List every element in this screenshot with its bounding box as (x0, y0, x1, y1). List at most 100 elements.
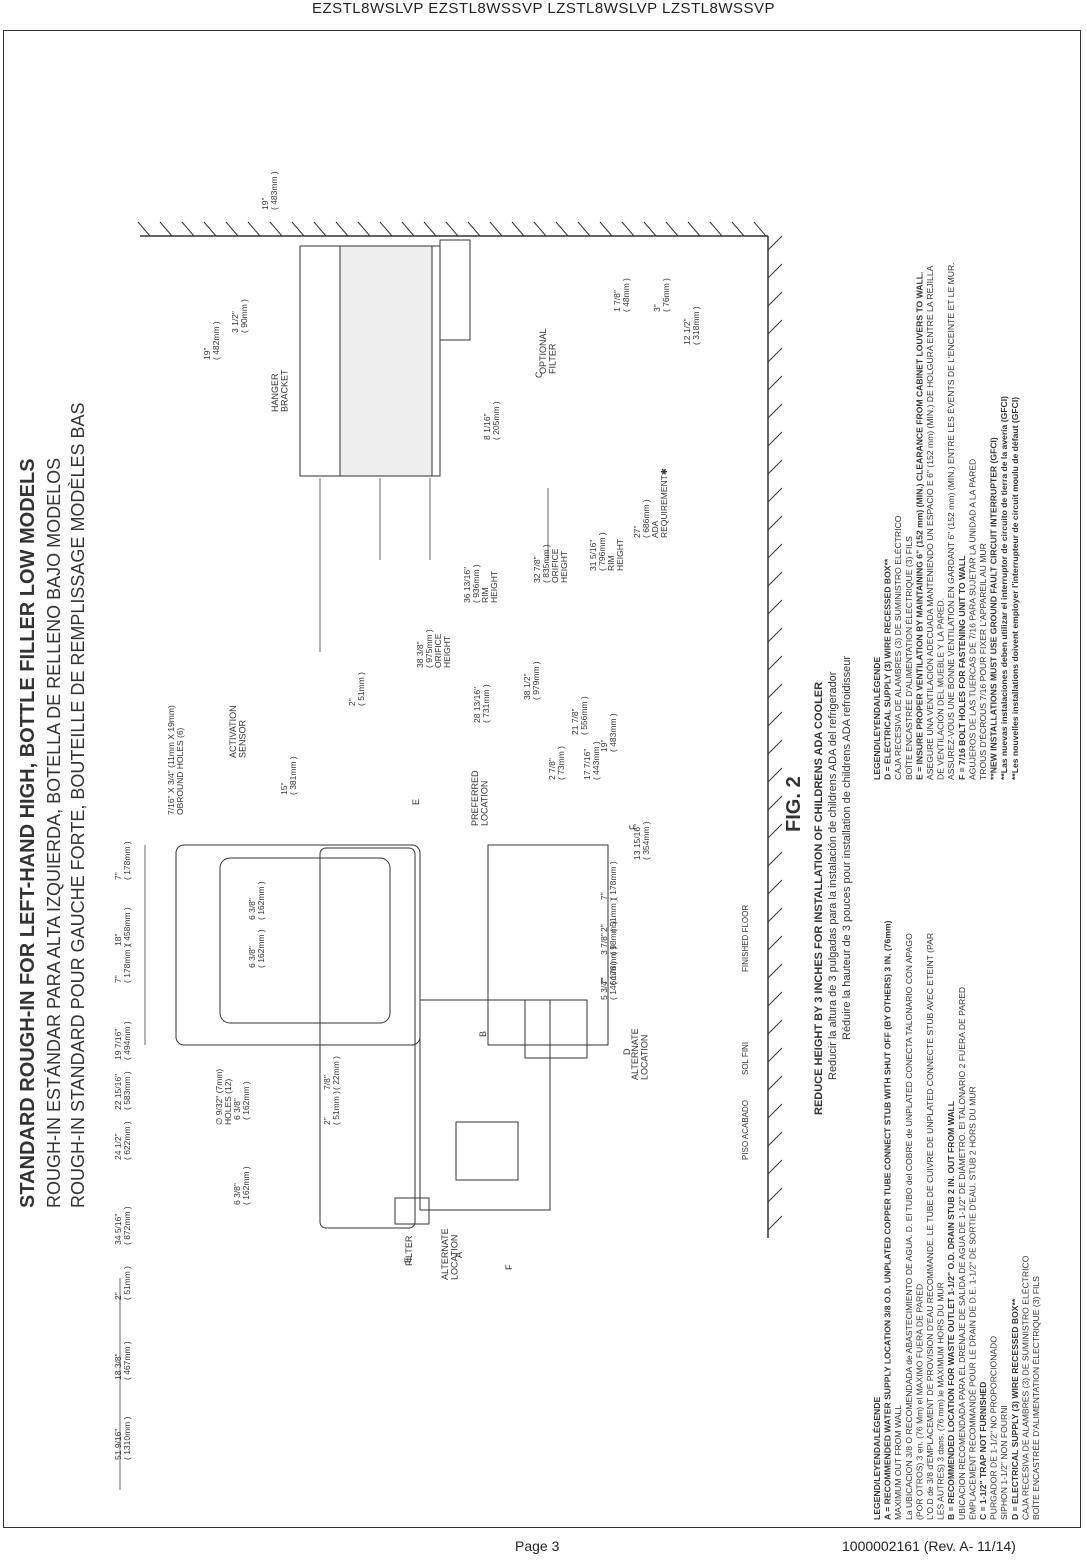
reduce-note-fr: Réduire la hauteur de 3 pouces pour inst… (841, 656, 853, 1040)
page-number: Page 3 (515, 1538, 560, 1554)
holes-note: ∅ 9/32" (7mm)HOLES (12) (214, 1069, 233, 1125)
filter-label: FILTER (404, 1235, 414, 1266)
legend-right-line: LEGEND/LEYENDA/LÉGENDE (872, 657, 882, 780)
wall-hatch (137, 221, 767, 237)
preferred-location: PREFERREDLOCATION (470, 770, 489, 826)
dimension-label: 34 5/16"( 872mm ) (113, 1206, 132, 1245)
reduce-note-es: Reducir la altura de 3 pulgadas para la … (827, 671, 839, 1080)
legend-left-line: UBICACION RECOMENDADA PARA EL DRENAJE DE… (957, 987, 967, 1520)
dimension-label: 21 7/8"( 556mm ) (570, 696, 589, 735)
dimension-label: 2"( 51mm ) (599, 898, 618, 932)
legend-right-line: F = 7/16 BOLT HOLES FOR FASTENING UNIT T… (957, 556, 967, 780)
dimension-label: 18 3/8"( 467mm ) (113, 1341, 132, 1380)
activation-sensor-label: ACTIVATIONSENSOR (228, 705, 247, 758)
dimension-label: 2"( 51mm ) (347, 672, 366, 706)
legend-right-line: DE VENTILACIÓN DEL MUEBLE Y LA PARED. (936, 598, 946, 780)
alternate-location-d: ALTERNATELOCATION (630, 1028, 649, 1080)
dimension-label: 19 7/16"( 494mm ) (113, 1021, 132, 1060)
legend-left-line: LEGEND/LEYENDA/LÉGENDE (872, 1397, 882, 1520)
side-dimension-label: 1 7/8"( 48mm ) (612, 278, 631, 312)
side-dimension-label: 12 1/2"( 318mm ) (682, 306, 701, 345)
legend-right-line: BOÎTE ENCASTRÉE D'ALIMENTATION ÉLECTRIQU… (904, 536, 914, 780)
legend-left-line: B = RECOMMENDED LOCATION FOR WASTE OUTLE… (946, 1101, 956, 1520)
dimension-label: 7/8"( 22mm ) (322, 1056, 341, 1090)
legend-left-line: (POR OTROS) 3 en. (76 Mm) el MAXIMO FUER… (914, 1284, 924, 1520)
alternate-location-a: ALTERNATELOCATION (440, 1228, 459, 1280)
side-dimension-label: 3 1/2"( 90mm ) (230, 299, 249, 333)
upper-unit-outline (175, 844, 421, 1046)
legend-left-line: PURGADOR DE 1-1/2" NO PROPORCIONADO (989, 1336, 999, 1520)
dimension-label: 17 7/16"( 443mm ) (582, 741, 601, 780)
hanger-bracket-label: HANGERBRACKET (270, 369, 289, 412)
dimension-label: 24 1/2"( 622mm ) (113, 1121, 132, 1160)
dimension-label: 15"( 381mm ) (279, 756, 298, 795)
dimension-label: 2"( 51mm ) (113, 1266, 132, 1300)
floor-label-fr: SOL FINI (741, 1042, 750, 1075)
legend-left-line: LES AUTRES) 3 dans. (76 mm) le MAXIMUM H… (936, 1282, 946, 1520)
filter-box (394, 1197, 430, 1225)
title-fr: ROUGH-IN STANDARD POUR GAUCHE FORTE, BOU… (68, 403, 88, 1208)
callout-d: D (622, 1048, 632, 1055)
dimension-label: 7"( 178mm ) (599, 861, 618, 900)
side-dimension-label: 8 1/16"( 205mm ) (482, 401, 501, 440)
legend-right-line: **Las nuevas instalaciones deben utiliza… (999, 396, 1009, 780)
side-dimension-label: 38 3/8"( 975mm )ORIFICEHEIGHT (415, 629, 452, 668)
dimension-label: 5 3/4"( 146mm ) (599, 961, 618, 1000)
callout-c: C (534, 371, 544, 378)
oblong-holes-note: 7/16" X 3/4" (11mm X 19mm)OBROUND HOLES … (166, 705, 185, 815)
fig-label: FIG. 2 (783, 776, 805, 832)
legend-left-line: C = 1-1/2" TRAP NOT FURNISHED (978, 1382, 988, 1520)
side-dimension-label: 3"( 76mm ) (652, 278, 671, 312)
legend-left-line: L'O.D de 3/8 d'EMPLACEMENT DE PROVISION … (925, 933, 935, 1520)
floor-hatch (767, 235, 783, 1231)
side-view-filter (439, 239, 471, 341)
optional-filter-label: OPTIONALFILTER (538, 328, 557, 374)
side-dimension-label: 32 7/8"( 835mm )ORIFICEHEIGHT (532, 544, 569, 583)
lower-unit-outline (319, 847, 416, 1229)
callout-f: F (504, 1264, 514, 1270)
legend-right-line: **Les nouvelles installations doivent em… (1010, 397, 1020, 780)
reduce-note-en: REDUCE HEIGHT BY 3 INCHES FOR INSTALLATI… (813, 682, 825, 1115)
dimension-label: 2 7/8"( 73mm ) (547, 746, 566, 780)
dimension-label: 7"( 178mm ) (113, 944, 132, 983)
dimension-label: 38 1/2"( 979mm ) (522, 661, 541, 700)
dimension-label: 6 3/8"( 162mm ) (247, 881, 266, 920)
legend-left-line: A = RECOMMENDED WATER SUPPLY LOCATION 3/… (883, 920, 893, 1520)
floor-label-en: FINISHED FLOOR (741, 905, 750, 972)
upper-basin (219, 857, 391, 1024)
legend-left-line: EMPLACEMENT RECOMMANDÉ POUR LE DRAIN DE … (967, 1086, 977, 1520)
title-en: STANDARD ROUGH-IN FOR LEFT-HAND HIGH, BO… (17, 458, 39, 1208)
dimension-label: 6 3/8"( 162mm ) (232, 1081, 251, 1120)
dimension-label: 13 15/16"( 354mm ) (632, 821, 651, 860)
side-dimension-label: 19"( 482mm ) (202, 321, 221, 360)
legend-right-line: CAJA RECESIVA DE ALAMBRES (3) DE SUMINIS… (893, 515, 903, 780)
dimension-label: 6 3/8"( 162mm ) (232, 1166, 251, 1205)
dimension-label: 19"( 483mm ) (599, 713, 618, 752)
document-number: 1000002161 (Rev. A- 11/14) (842, 1538, 1016, 1554)
legend-left-line: La UBICACION 3/8 O RECOMENDADA de ABASTE… (904, 933, 914, 1520)
drawing-frame (3, 30, 1081, 1528)
side-dimension-label: 31 5/16"( 796mm )RIMHEIGHT (588, 532, 625, 571)
dimension-label: 3 7/8"( 98mm ) (599, 921, 618, 955)
callout-b: B (478, 1031, 488, 1037)
dimension-label: 51 9/16"( 1310mm ) (113, 1416, 132, 1460)
dimension-label: 28 13/16"( 731mm ) (472, 684, 491, 723)
legend-left-line: D = ELECTRICAL SUPPLY (3) WIRE RECESSED … (1010, 1298, 1020, 1520)
legend-left-line: SIPHON 1-1/2" NON FOURNI (999, 1405, 1009, 1520)
electrical-box-alt (455, 1121, 519, 1181)
legend-right-line: ASSUREZ-VOUS UNE BONNE VENTILATION EN GA… (946, 262, 956, 780)
legend-right-line: ASEGURE UNA VENTILACIÓN ADECUADA MANTENI… (925, 265, 935, 780)
legend-left-line: CAJA RECESIVA DE ALAMBRES (3) DE SUMINIS… (1020, 1255, 1030, 1520)
side-dimension-label: 36 13/16"( 936mm )RIMHEIGHT (462, 564, 499, 603)
model-header: EZSTL8WSLVP EZSTL8WSSVP LZSTL8WSLVP LZST… (311, 0, 776, 17)
callout-e: E (403, 1257, 413, 1263)
dimension-label: 18"( 458mm ) (113, 907, 132, 946)
electrical-box-pref (524, 999, 588, 1059)
callout-a: A (454, 1252, 464, 1258)
legend-right-line: E = INSURE PROPER VENTILATION BY MAINTAI… (914, 272, 924, 780)
title-es: ROUGH-IN ESTÁNDAR PARA ALTA IZQUIERDA, B… (44, 458, 64, 1208)
side-dimension-label: 19"( 483mm ) (260, 171, 279, 210)
legend-left-line: MAXIMUM OUT FROM WALL (893, 1405, 903, 1520)
dimension-label: 2"( 51mm ) (322, 1091, 341, 1125)
legend-right-line: TROUS D'ÉCROUS 7/16 POUR FIXER L'APPAREI… (978, 543, 988, 780)
